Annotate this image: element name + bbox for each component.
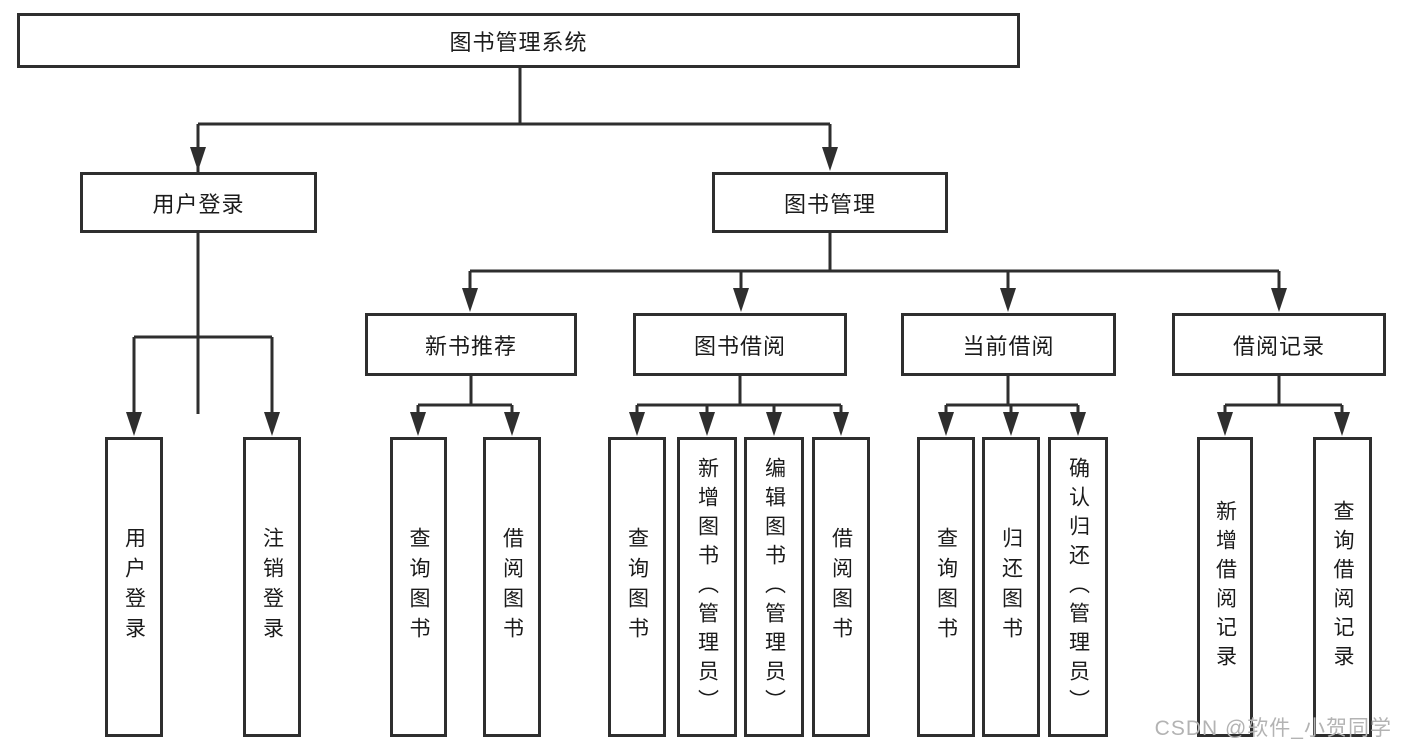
node-label: 新书推荐: [424, 333, 517, 359]
leaf-label: 借阅图书: [500, 527, 524, 647]
leaf-label: 查询图书: [625, 527, 649, 647]
leaf-label: 用户登录: [122, 527, 146, 647]
leaf-logout: 注销登录: [243, 437, 301, 737]
leaf-label: 新增图书（管理员）: [695, 456, 719, 718]
leaf-label: 借阅图书: [829, 527, 853, 647]
leaf-current-query-book: 查询图书: [917, 437, 975, 737]
node-current-borrow: 当前借阅: [901, 313, 1116, 376]
leaf-records-add-record: 新增借阅记录: [1197, 437, 1253, 737]
leaf-label: 查询图书: [934, 527, 958, 647]
leaf-user-login: 用户登录: [105, 437, 163, 737]
node-user-login: 用户登录: [80, 172, 317, 233]
leaf-borrow-add-book-admin: 新增图书（管理员）: [677, 437, 737, 737]
node-new-book-recommend: 新书推荐: [365, 313, 577, 376]
node-system-root: 图书管理系统: [17, 13, 1020, 68]
leaf-label: 确认归还（管理员）: [1066, 456, 1090, 718]
leaf-label: 注销登录: [260, 527, 284, 647]
leaf-borrow-query-book: 查询图书: [608, 437, 666, 737]
node-label: 用户登录: [152, 191, 245, 217]
node-borrow-records: 借阅记录: [1172, 313, 1386, 376]
node-book-borrow: 图书借阅: [633, 313, 847, 376]
node-label: 图书管理系统: [449, 29, 588, 55]
leaf-borrow-edit-book-admin: 编辑图书（管理员）: [744, 437, 804, 737]
leaf-current-return-book: 归还图书: [982, 437, 1040, 737]
node-book-management: 图书管理: [712, 172, 948, 233]
leaf-label: 查询借阅记录: [1331, 500, 1354, 674]
leaf-records-query-record: 查询借阅记录: [1313, 437, 1372, 737]
leaf-current-confirm-return-admin: 确认归还（管理员）: [1048, 437, 1108, 737]
node-label: 图书管理: [783, 191, 876, 217]
leaf-label: 编辑图书（管理员）: [762, 456, 786, 718]
leaf-newrec-borrow-book: 借阅图书: [483, 437, 541, 737]
node-label: 图书借阅: [693, 333, 786, 359]
leaf-newrec-query-book: 查询图书: [390, 437, 447, 737]
node-label: 借阅记录: [1232, 333, 1325, 359]
leaf-label: 归还图书: [999, 527, 1023, 647]
node-label: 当前借阅: [962, 333, 1055, 359]
leaf-label: 新增借阅记录: [1213, 500, 1237, 674]
leaf-label: 查询图书: [407, 527, 430, 647]
leaf-borrow-borrow-book: 借阅图书: [812, 437, 870, 737]
